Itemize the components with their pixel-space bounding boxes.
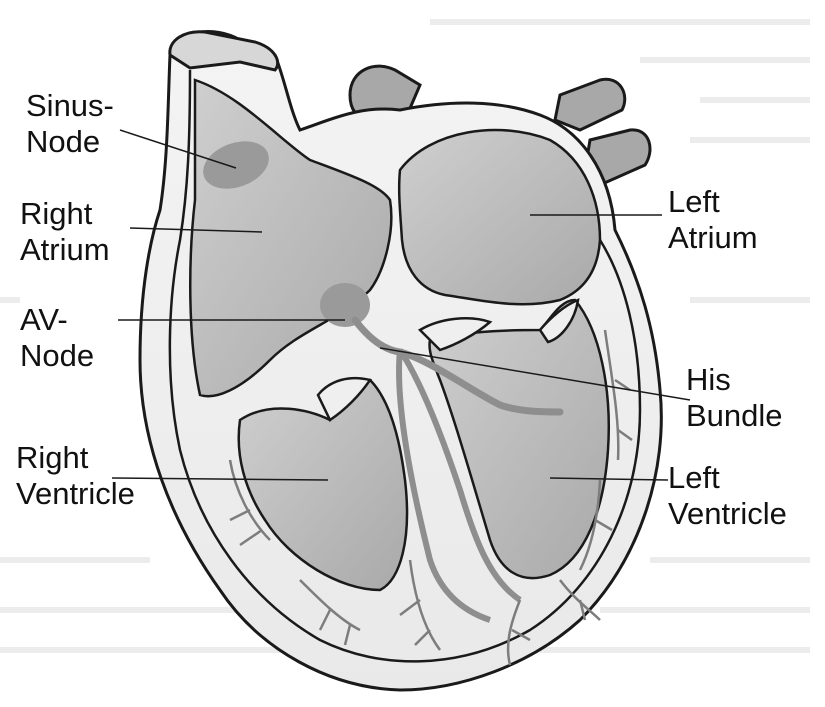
left-ventricle-label-line-1: Left — [668, 460, 787, 496]
sinus-node-label-line-1: Sinus- — [26, 88, 114, 124]
left-atrium-label-line-2: Atrium — [668, 220, 758, 256]
left-atrium-label-line-1: Left — [668, 184, 758, 220]
left-atrium-label: Left Atrium — [668, 184, 758, 256]
right-ventricle-label: Right Ventricle — [16, 440, 135, 512]
av-node-label: AV- Node — [20, 302, 94, 374]
av-node-label-line-2: Node — [20, 338, 94, 374]
his-bundle-label-line-2: Bundle — [686, 398, 783, 434]
superior-vessel — [170, 32, 278, 70]
right-atrium-label: Right Atrium — [20, 196, 110, 268]
left-ventricle-label: Left Ventricle — [668, 460, 787, 532]
right-ventricle-label-line-2: Ventricle — [16, 476, 135, 512]
sinus-node-label-line-2: Node — [26, 124, 114, 160]
left-atrium-chamber — [399, 130, 600, 304]
left-ventricle-label-line-2: Ventricle — [668, 496, 787, 532]
his-bundle-label: His Bundle — [686, 362, 783, 434]
right-atrium-label-line-1: Right — [20, 196, 110, 232]
sinus-node-label: Sinus- Node — [26, 88, 114, 160]
right-ventricle-label-line-1: Right — [16, 440, 135, 476]
his-bundle-label-line-1: His — [686, 362, 783, 398]
av-node-label-line-1: AV- — [20, 302, 94, 338]
right-atrium-label-line-2: Atrium — [20, 232, 110, 268]
